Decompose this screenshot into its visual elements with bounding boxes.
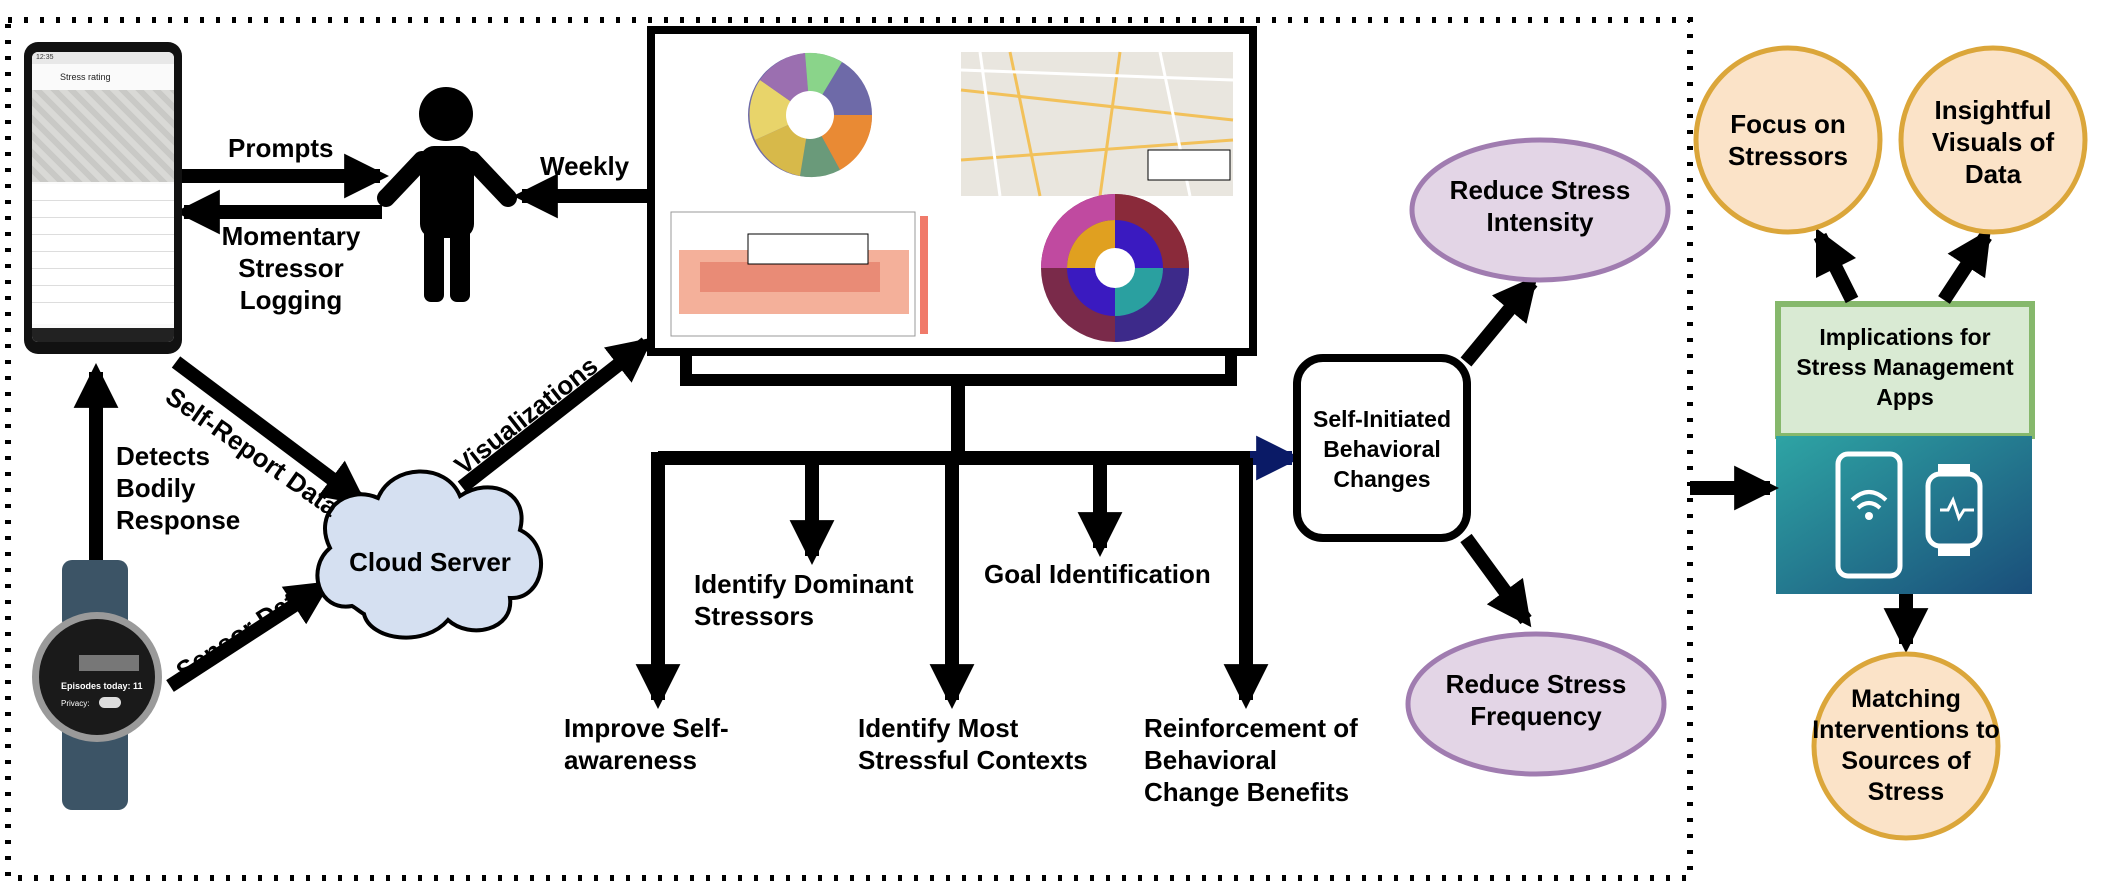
watch-episodes-text: Episodes today: 11	[61, 681, 143, 691]
list-item	[32, 252, 174, 269]
phone-map	[32, 90, 174, 182]
improve-awareness-label: Improve Self- awareness	[564, 713, 729, 775]
implications-box	[1775, 301, 2035, 439]
list-item	[32, 218, 174, 235]
phone-wifi-icon	[1835, 451, 1903, 579]
smartwatch-heart-icon	[1925, 464, 1983, 556]
to-frequency-arrow	[1460, 533, 1532, 628]
reduce-frequency-label: Reduce Stress Frequency	[1445, 669, 1627, 731]
list-item	[32, 286, 174, 303]
user-figure-icon	[377, 87, 517, 302]
matching-label: Matching Interventions to Sources of Str…	[1812, 685, 2000, 806]
self-report-arrow	[171, 356, 368, 506]
heatmap-thumbnail	[670, 211, 928, 337]
self-initiated-box	[1293, 354, 1471, 542]
cloud-server-shape	[315, 469, 544, 640]
implications-label: Implications for Stress Management Apps	[1796, 324, 2014, 410]
focus-label: Focus on Stressors	[1728, 109, 1848, 171]
weekly-label: Weekly	[540, 151, 630, 181]
watch-blurred-area	[79, 655, 139, 671]
reduce-frequency-ellipse	[1405, 631, 1667, 777]
goal-identification-label: Goal Identification	[984, 559, 1211, 589]
app-devices-panel	[1776, 436, 2032, 594]
watch-privacy-toggle	[99, 697, 121, 708]
detects-label: Detects Bodily Response	[116, 441, 241, 535]
sensor-data-arrow	[166, 580, 332, 692]
list-item	[32, 235, 174, 252]
identify-stressors-label: Identify Dominant Stressors	[694, 569, 914, 631]
momentary-logging-label: Momentary Stressor Logging	[221, 221, 361, 315]
phone-rating-list	[32, 184, 174, 324]
prompts-label: Prompts	[228, 133, 334, 163]
distribution-arrows	[635, 382, 1301, 709]
cloud-server-label: Cloud Server	[349, 547, 511, 577]
reduce-intensity-ellipse	[1409, 137, 1671, 283]
reinforcement-label: Reinforcement of Behavioral Change Benef…	[1144, 713, 1358, 807]
visualizations-arrow	[457, 337, 654, 493]
to-focus-arrow	[1813, 227, 1859, 304]
insightful-label: Insightful Visuals of Data	[1931, 95, 2055, 189]
list-item	[32, 201, 174, 218]
to-insightful-arrow	[1938, 228, 1992, 304]
identify-contexts-label: Identify Most Stressful Contexts	[858, 713, 1088, 775]
reduce-intensity-label: Reduce Stress Intensity	[1449, 175, 1631, 237]
phone-status-time: 12:35	[32, 52, 174, 64]
map-thumbnail	[960, 51, 1234, 197]
phone-nav-bar	[32, 328, 174, 342]
pie-chart-thumbnail	[748, 52, 873, 178]
list-item	[32, 184, 174, 201]
sunburst-thumbnail	[1041, 194, 1189, 342]
focus-circle	[1693, 45, 1883, 235]
insightful-circle	[1898, 45, 2088, 235]
smartwatch: Episodes today: 11 Privacy:	[32, 612, 162, 742]
self-initiated-label: Self-Initiated Behavioral Changes	[1312, 406, 1451, 492]
phone-screen-title: Stress rating	[60, 72, 111, 82]
list-item	[32, 269, 174, 286]
to-intensity-arrow	[1460, 275, 1538, 367]
matching-circle	[1811, 651, 2001, 841]
visualization-monitor	[647, 26, 1257, 386]
phone-screen: 12:35 Stress rating	[32, 52, 174, 342]
watch-privacy-label: Privacy:	[61, 699, 90, 708]
smartphone-app: 12:35 Stress rating	[24, 42, 182, 354]
